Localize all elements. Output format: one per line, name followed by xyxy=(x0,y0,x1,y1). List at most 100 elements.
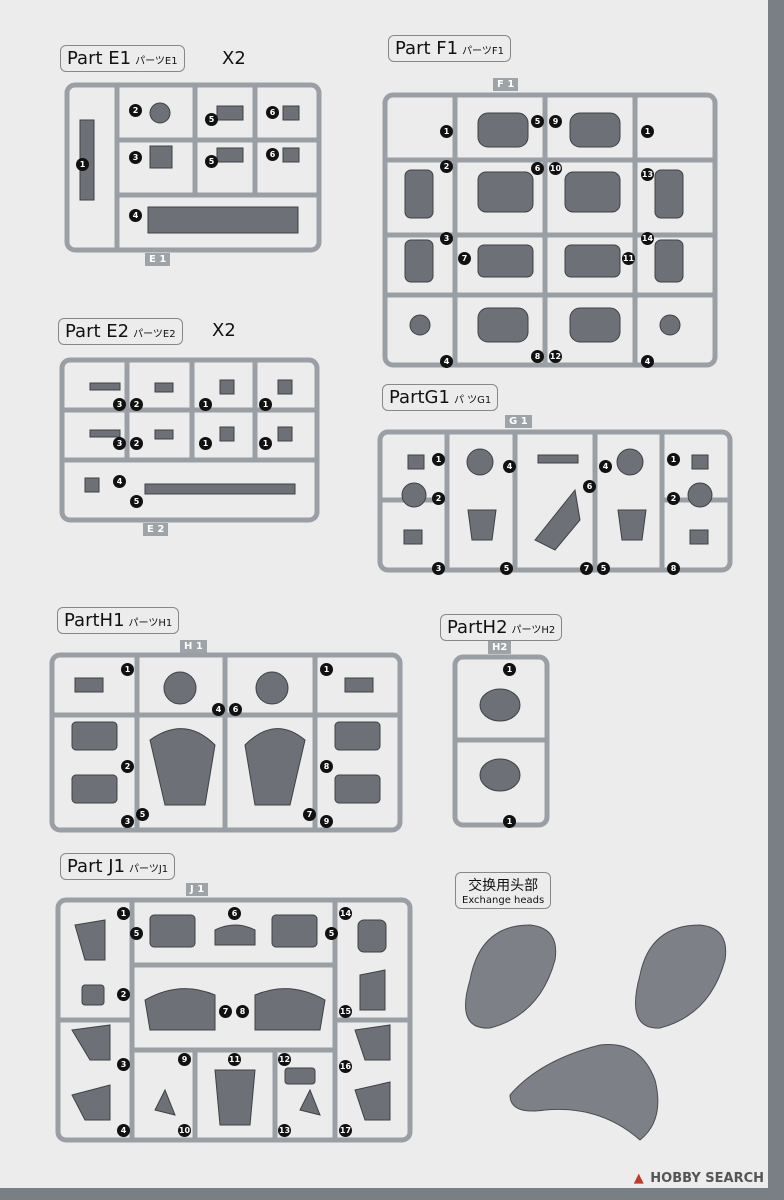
e2-part-4 xyxy=(84,477,100,493)
part-number-badge: 3 xyxy=(117,1058,130,1071)
part-number-badge: 7 xyxy=(219,1005,232,1018)
part-number-badge: 4 xyxy=(212,703,225,716)
part-number-badge: 1 xyxy=(259,437,272,450)
j1-part-16 xyxy=(354,1024,391,1061)
part-number-badge: 13 xyxy=(641,168,654,181)
part-number-badge: 5 xyxy=(136,808,149,821)
h1-part-6 xyxy=(255,671,289,705)
j1-part-5b xyxy=(271,914,318,948)
part-number-badge: 6 xyxy=(531,162,544,175)
j1-part-17 xyxy=(354,1081,391,1121)
watermark-text: HOBBY SEARCH xyxy=(650,1171,764,1186)
part-number-badge: 2 xyxy=(432,492,445,505)
e1-part-6a xyxy=(282,105,300,121)
part-number-badge: 5 xyxy=(500,562,513,575)
part-number-badge: 17 xyxy=(339,1124,352,1137)
part-h2-title: PartH2 パーツH2 xyxy=(440,614,563,641)
part-number-badge: 11 xyxy=(228,1053,241,1066)
part-number-badge: 5 xyxy=(597,562,610,575)
part-e1-title: Part E1 パーツE1 xyxy=(60,45,185,72)
part-number-badge: 6 xyxy=(228,907,241,920)
hobby-search-logo-icon: ▲ xyxy=(633,1171,644,1186)
part-number-badge: 15 xyxy=(339,1005,352,1018)
j1-part-7 xyxy=(144,988,216,1031)
part-e2-multiplier: X2 xyxy=(212,320,236,341)
e1-part-4 xyxy=(147,206,299,234)
part-number-badge: 2 xyxy=(667,492,680,505)
part-h1-title-text: PartH1 xyxy=(64,610,125,631)
j1-part-8 xyxy=(254,988,326,1031)
part-number-badge: 9 xyxy=(549,115,562,128)
part-number-badge: 4 xyxy=(129,209,142,222)
part-number-badge: 3 xyxy=(440,232,453,245)
f1-part-10 xyxy=(564,171,621,213)
exchange-heads-title: 交换用头部 Exchange heads xyxy=(455,872,552,909)
f1-part-9 xyxy=(569,112,621,148)
part-j1-subtitle: パーツJ1 xyxy=(129,864,169,875)
part-g1-subtitle: パ ツG1 xyxy=(453,395,492,406)
part-number-badge: 4 xyxy=(503,460,516,473)
part-number-badge: 12 xyxy=(549,350,562,363)
part-number-badge: 1 xyxy=(121,663,134,676)
part-number-badge: 3 xyxy=(113,398,126,411)
e2-part-1a xyxy=(219,379,235,395)
part-number-badge: 12 xyxy=(278,1053,291,1066)
part-number-badge: 1 xyxy=(503,815,516,828)
j1-part-15 xyxy=(359,969,386,1011)
part-number-badge: 4 xyxy=(440,355,453,368)
part-number-badge: 1 xyxy=(259,398,272,411)
part-e1-title-text: Part E1 xyxy=(67,48,132,69)
h2-part-1b xyxy=(479,758,521,792)
exchange-heads-title-en: Exchange heads xyxy=(462,895,545,906)
f1-part-3 xyxy=(404,239,434,283)
part-number-badge: 1 xyxy=(440,125,453,138)
part-number-badge: 5 xyxy=(205,155,218,168)
runner-tag-g1: G 1 xyxy=(505,415,532,428)
part-number-badge: 4 xyxy=(641,355,654,368)
g1-part-1b xyxy=(691,454,709,470)
part-number-badge: 1 xyxy=(199,437,212,450)
f1-part-2 xyxy=(404,169,434,219)
part-e2-title-text: Part E2 xyxy=(65,321,130,342)
e2-part-1c xyxy=(219,426,235,442)
exchange-head-2 xyxy=(635,924,727,1029)
part-g1-title: PartG1 パ ツG1 xyxy=(382,384,499,411)
part-h1-title: PartH1 パーツH1 xyxy=(57,607,180,634)
g1-part-2a xyxy=(401,482,427,508)
part-number-badge: 2 xyxy=(130,437,143,450)
part-number-badge: 14 xyxy=(339,907,352,920)
e1-part-2 xyxy=(149,102,171,124)
runner-tag-h1: H 1 xyxy=(180,640,207,653)
h1-part-7 xyxy=(244,728,306,806)
part-number-badge: 6 xyxy=(583,480,596,493)
part-e1-subtitle: パーツE1 xyxy=(135,56,178,67)
part-number-badge: 9 xyxy=(320,815,333,828)
exchange-head-1 xyxy=(465,924,557,1029)
part-number-badge: 1 xyxy=(320,663,333,676)
j1-part-10 xyxy=(154,1088,176,1116)
part-number-badge: 10 xyxy=(549,162,562,175)
runner-tag-f1: F 1 xyxy=(493,78,519,91)
part-number-badge: 1 xyxy=(641,125,654,138)
part-number-badge: 1 xyxy=(667,453,680,466)
part-number-badge: 8 xyxy=(320,760,333,773)
part-number-badge: 6 xyxy=(266,148,279,161)
runner-tag-e2: E 2 xyxy=(143,523,169,536)
h1-part-1b xyxy=(344,677,374,693)
part-number-badge: 5 xyxy=(130,495,143,508)
part-number-badge: 14 xyxy=(641,232,654,245)
h1-part-8 xyxy=(334,721,381,751)
h1-part-9 xyxy=(334,774,381,804)
part-number-badge: 7 xyxy=(458,252,471,265)
g1-part-8 xyxy=(689,529,709,545)
j1-part-12 xyxy=(284,1067,316,1085)
part-number-badge: 10 xyxy=(178,1124,191,1137)
j1-part-1 xyxy=(74,919,106,961)
e2-part-1d xyxy=(277,426,293,442)
e1-part-6b xyxy=(282,147,300,163)
g1-part-4b xyxy=(616,448,644,476)
part-number-badge: 7 xyxy=(580,562,593,575)
part-number-badge: 1 xyxy=(503,663,516,676)
e1-part-5b xyxy=(216,147,244,163)
e1-part-5a xyxy=(216,105,244,121)
